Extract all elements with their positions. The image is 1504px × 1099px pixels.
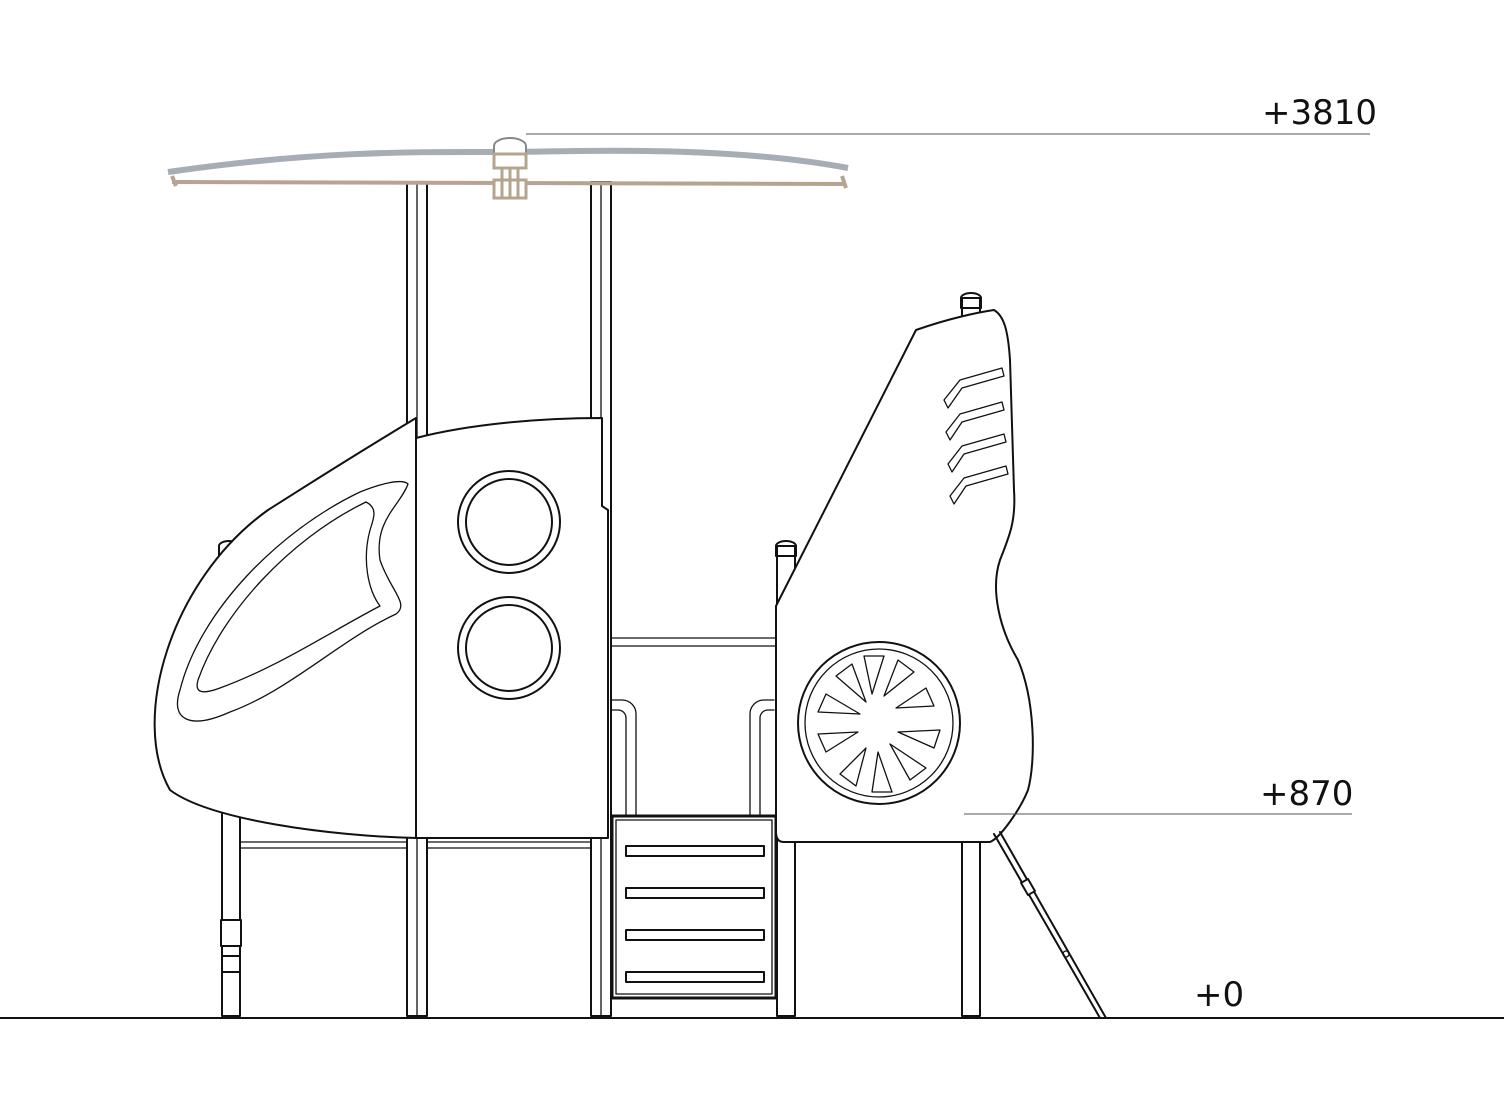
slide-pole <box>993 831 1107 1019</box>
cross-beams <box>239 637 778 849</box>
hand-rails <box>611 699 775 819</box>
elevation-label-ground: +0 <box>1194 975 1244 1015</box>
elevation-label-roof: +3810 <box>1262 93 1377 133</box>
roof-canopy <box>167 137 849 200</box>
elevation-callout-ground: +0 <box>1194 975 1244 1015</box>
vent-slats-icon <box>943 367 1009 505</box>
elevation-callout-deck: +870 <box>964 774 1353 815</box>
porthole-icon <box>457 596 561 700</box>
nose-panel <box>153 417 417 839</box>
elevation-label-deck: +870 <box>1260 774 1353 814</box>
center-panel <box>415 417 609 839</box>
porthole-icon <box>457 470 561 574</box>
elevation-callout-roof: +3810 <box>526 93 1377 135</box>
steps <box>610 814 778 1000</box>
wheel-icon <box>797 641 961 805</box>
tail-panel <box>775 309 1034 843</box>
